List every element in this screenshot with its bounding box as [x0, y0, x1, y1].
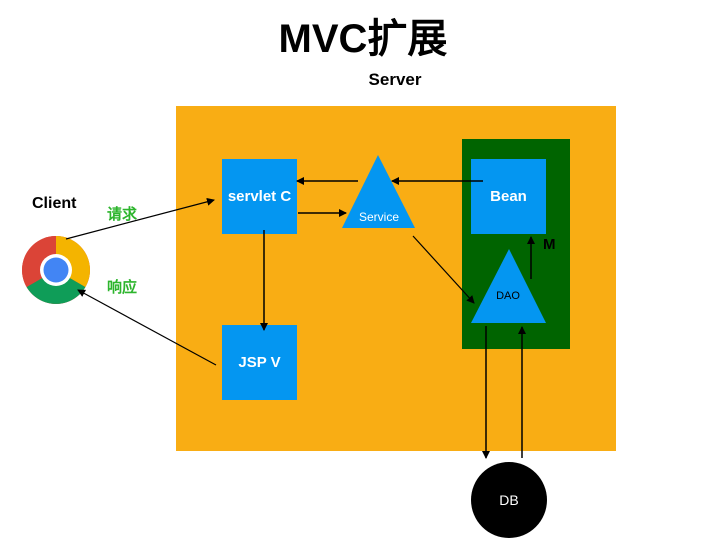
- service-triangle: [342, 155, 415, 228]
- servlet-controller-box: servlet C: [222, 159, 297, 234]
- diagram-title: MVC扩展: [278, 17, 448, 61]
- response-arrow: [77, 289, 217, 366]
- database-circle: [471, 462, 547, 538]
- jsp-label: JSP V: [238, 354, 281, 371]
- server-label: Server: [368, 70, 422, 89]
- service-label: Service: [359, 210, 399, 224]
- dao-triangle: [471, 249, 546, 323]
- response-label: 响应: [107, 279, 138, 296]
- chrome-browser-icon: [22, 236, 90, 304]
- request-arrow: [65, 197, 215, 240]
- service-to-dao-arrow: [412, 235, 475, 304]
- db-label: DB: [499, 492, 518, 508]
- model-label: M: [543, 236, 556, 253]
- bean-box: Bean: [471, 159, 546, 234]
- client-label: Client: [32, 195, 77, 212]
- dao-label: DAO: [496, 290, 520, 302]
- bean-label: Bean: [490, 188, 527, 205]
- request-label: 请求: [107, 206, 138, 223]
- jsp-view-box: JSP V: [222, 325, 297, 400]
- servlet-label: servlet C: [227, 188, 292, 205]
